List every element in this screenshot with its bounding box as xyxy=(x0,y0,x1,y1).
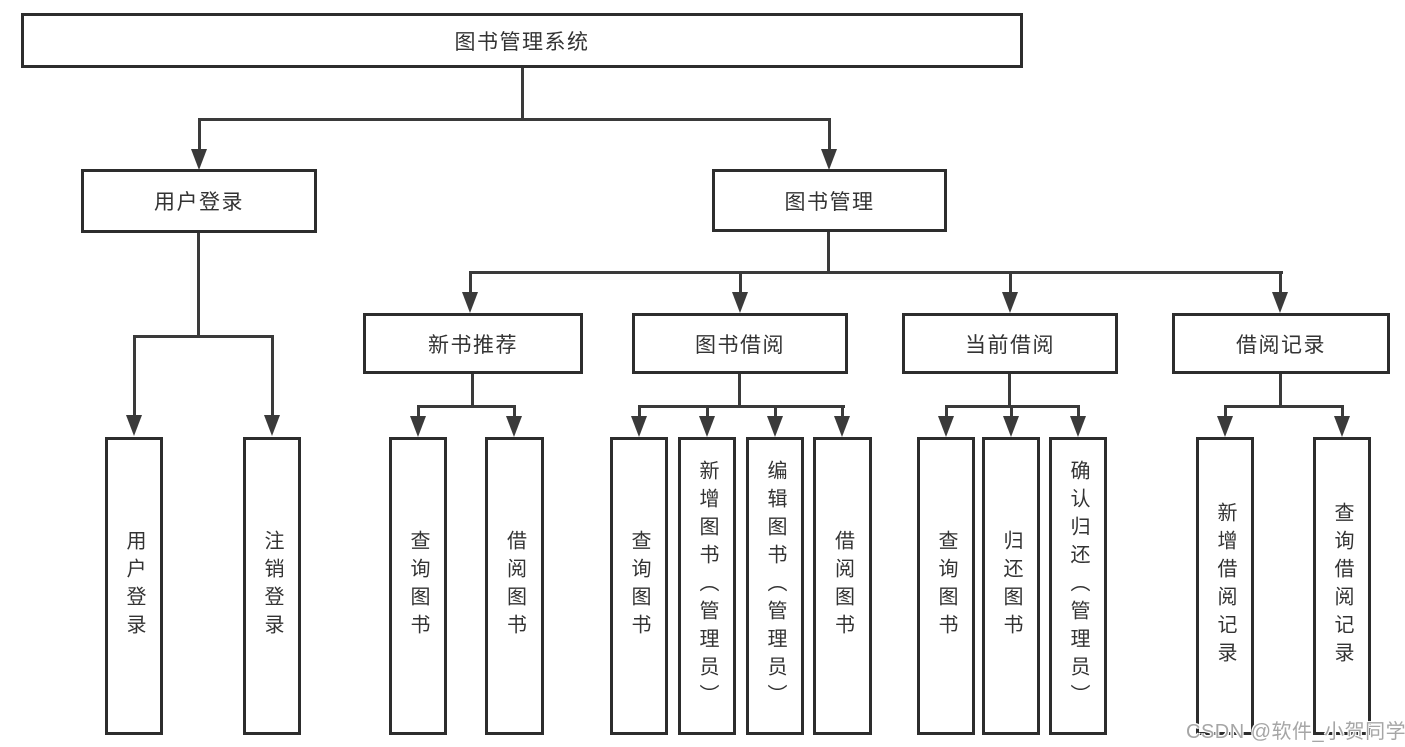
leaf-borrow-query-books: 查询图书 xyxy=(610,437,668,735)
connector-line xyxy=(638,405,845,408)
leaf-user-login: 用户登录 xyxy=(105,437,163,735)
leaf-query-borrow-record-label: 查询借阅记录 xyxy=(1331,502,1353,670)
node-book-borrow: 图书借阅 xyxy=(632,313,848,374)
leaf-logout: 注销登录 xyxy=(243,437,301,735)
node-user-login: 用户登录 xyxy=(81,169,317,233)
leaf-logout-label: 注销登录 xyxy=(261,530,283,642)
arrow-down-icon xyxy=(506,405,523,437)
arrow-down-icon xyxy=(767,405,784,437)
leaf-return-book-label: 归还图书 xyxy=(1000,530,1022,642)
leaf-confirm-return-admin: 确认归还（管理员） xyxy=(1049,437,1107,735)
arrow-down-icon xyxy=(834,405,851,437)
connector-line xyxy=(827,232,830,273)
arrow-down-icon xyxy=(1217,405,1234,437)
arrow-down-icon xyxy=(1070,405,1087,437)
arrow-down-icon xyxy=(938,405,955,437)
arrow-down-icon xyxy=(126,335,143,436)
leaf-add-borrow-record-label: 新增借阅记录 xyxy=(1214,502,1236,670)
connector-line xyxy=(471,374,474,408)
node-borrow-record-label: 借阅记录 xyxy=(1236,333,1326,357)
leaf-query-borrow-record: 查询借阅记录 xyxy=(1313,437,1371,735)
leaf-add-book-admin: 新增图书（管理员） xyxy=(678,437,736,735)
leaf-newbook-query-books-label: 查询图书 xyxy=(407,530,429,642)
connector-line xyxy=(1008,374,1011,408)
leaf-current-query-books-label: 查询图书 xyxy=(935,530,957,642)
leaf-edit-book-admin: 编辑图书（管理员） xyxy=(746,437,804,735)
arrow-down-icon xyxy=(732,271,749,313)
leaf-borrow-borrow-books-label: 借阅图书 xyxy=(831,530,854,642)
connector-line xyxy=(1279,374,1282,408)
leaf-newbook-query-books: 查询图书 xyxy=(389,437,447,735)
arrow-down-icon xyxy=(821,118,838,170)
leaf-borrow-query-books-label: 查询图书 xyxy=(628,530,650,642)
leaf-user-login-label: 用户登录 xyxy=(123,530,145,642)
leaf-return-book: 归还图书 xyxy=(982,437,1040,735)
leaf-edit-book-admin-label: 编辑图书（管理员） xyxy=(764,460,786,712)
leaf-newbook-borrow-books: 借阅图书 xyxy=(485,437,544,735)
leaf-add-book-admin-label: 新增图书（管理员） xyxy=(696,460,718,712)
connector-line xyxy=(1224,405,1344,408)
leaf-newbook-borrow-books-label: 借阅图书 xyxy=(503,530,526,642)
arrow-down-icon xyxy=(699,405,716,437)
connector-line xyxy=(738,374,741,408)
arrow-down-icon xyxy=(1272,271,1289,313)
arrow-down-icon xyxy=(462,271,479,313)
csdn-watermark: CSDN @软件_小贺同学 xyxy=(1186,721,1405,743)
node-root-label: 图书管理系统 xyxy=(454,30,590,54)
connector-line xyxy=(133,335,274,338)
arrow-down-icon xyxy=(1334,405,1351,437)
arrow-down-icon xyxy=(264,335,281,436)
node-borrow-record: 借阅记录 xyxy=(1172,313,1390,374)
node-new-book-recommend-label: 新书推荐 xyxy=(428,333,518,357)
node-root: 图书管理系统 xyxy=(21,13,1023,68)
leaf-borrow-borrow-books: 借阅图书 xyxy=(813,437,872,735)
connector-line xyxy=(521,66,524,118)
arrow-down-icon xyxy=(410,405,427,437)
node-current-borrow-label: 当前借阅 xyxy=(965,333,1055,357)
node-new-book-recommend: 新书推荐 xyxy=(363,313,583,374)
node-book-management: 图书管理 xyxy=(712,169,947,232)
arrow-down-icon xyxy=(631,405,648,437)
connector-line xyxy=(197,233,200,337)
node-book-borrow-label: 图书借阅 xyxy=(695,333,785,357)
leaf-current-query-books: 查询图书 xyxy=(917,437,975,735)
connector-line xyxy=(198,118,831,121)
arrow-down-icon xyxy=(191,118,208,170)
leaf-add-borrow-record: 新增借阅记录 xyxy=(1196,437,1254,735)
node-book-management-label: 图书管理 xyxy=(784,190,875,214)
connector-line xyxy=(417,405,516,408)
arrow-down-icon xyxy=(1002,271,1019,313)
connector-line xyxy=(469,271,1283,274)
node-user-login-label: 用户登录 xyxy=(154,191,244,214)
arrow-down-icon xyxy=(1003,405,1020,437)
node-current-borrow: 当前借阅 xyxy=(902,313,1118,374)
leaf-confirm-return-admin-label: 确认归还（管理员） xyxy=(1067,460,1089,712)
